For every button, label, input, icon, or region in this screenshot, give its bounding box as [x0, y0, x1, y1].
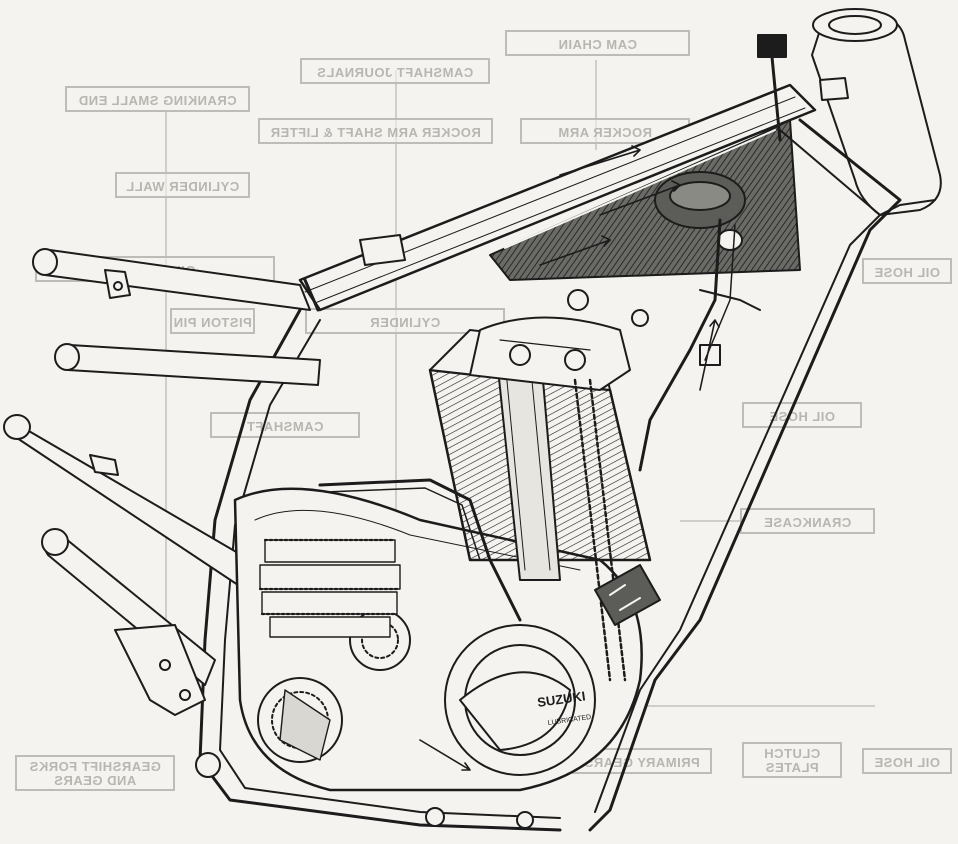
oil-lines: [318, 218, 736, 622]
intake-boot: [594, 564, 661, 626]
flow-connector: [165, 110, 167, 710]
flow-connector: [595, 60, 597, 150]
flow-connector: [395, 70, 397, 630]
cam-chain: [573, 378, 627, 682]
frame-downtubes: [198, 118, 902, 832]
engine-badge: SUZUKI: [536, 688, 586, 710]
backbone-oil-tank: [298, 34, 817, 312]
flow-connector: [645, 705, 875, 707]
steering-head: [811, 8, 942, 216]
gear-cluster: [258, 538, 402, 761]
flow-connector: [680, 520, 740, 522]
engine-side-cover: [459, 671, 571, 751]
oil-flow-arrows: [419, 145, 720, 771]
cylinder: [428, 316, 652, 581]
